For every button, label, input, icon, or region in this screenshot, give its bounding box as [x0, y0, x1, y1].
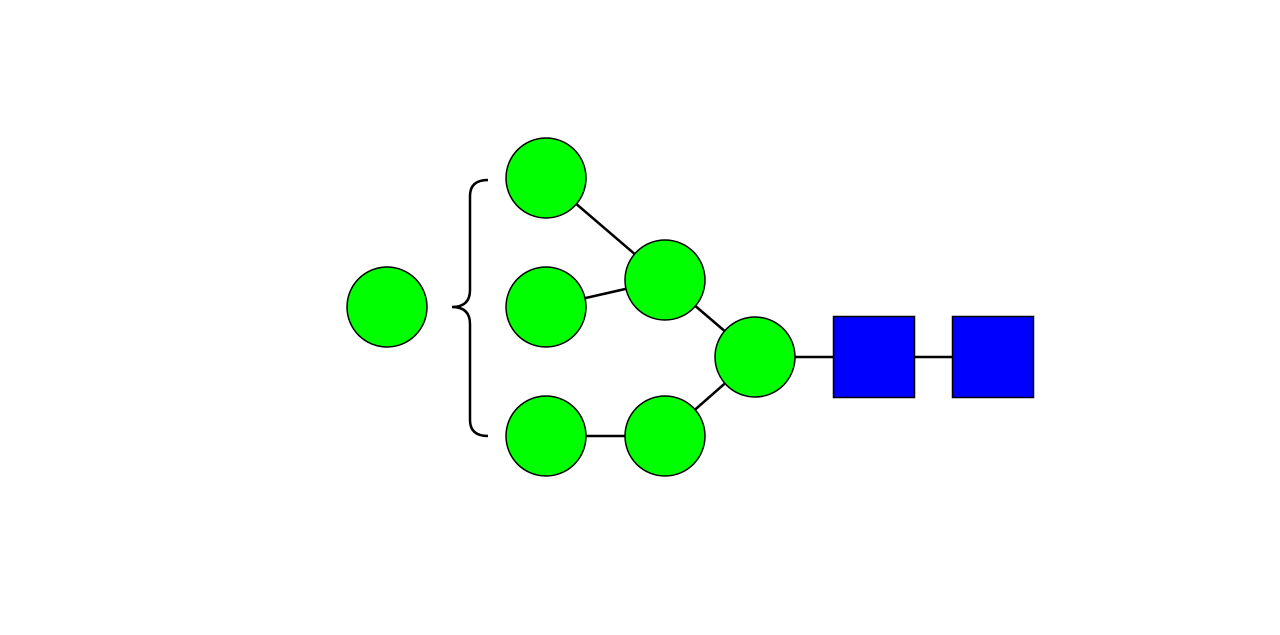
- residues-layer: [346, 137, 1035, 477]
- blue-square-icon: [832, 315, 916, 399]
- green-circle-icon: [505, 395, 587, 477]
- blue-square-icon: [951, 315, 1035, 399]
- curly-brace-icon: [451, 178, 489, 438]
- green-circle-icon: [346, 266, 428, 348]
- green-circle-icon: [505, 137, 587, 219]
- green-circle-icon: [624, 239, 706, 321]
- green-circle-icon: [714, 316, 796, 398]
- green-circle-icon: [624, 395, 706, 477]
- green-circle-icon: [505, 266, 587, 348]
